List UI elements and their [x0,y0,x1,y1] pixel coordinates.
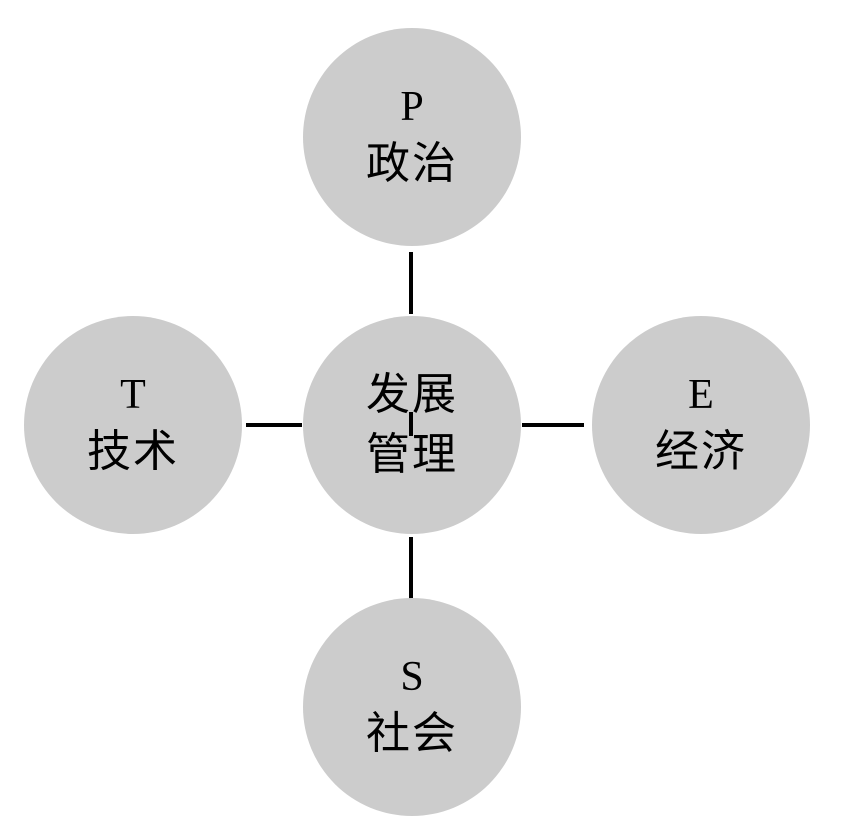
node-economy-letter: E [688,372,714,418]
node-politics: P 政治 [303,28,521,246]
connector-center-tick [409,412,413,436]
center-label-line2: 管理 [366,429,458,480]
node-society: S 社会 [303,598,521,816]
node-center: 发展 管理 [303,316,521,534]
node-politics-letter: P [400,84,424,130]
connector-left [246,423,302,427]
connector-bottom [409,537,413,599]
center-label-line1: 发展 [366,369,458,420]
node-economy: E 经济 [592,316,810,534]
node-politics-label: 政治 [366,138,458,189]
node-economy-label: 经济 [655,426,747,477]
node-technology-letter: T [120,372,146,418]
node-society-label: 社会 [366,708,458,759]
connector-top [409,252,413,314]
node-technology: T 技术 [24,316,242,534]
node-technology-label: 技术 [87,426,179,477]
node-society-letter: S [400,654,424,700]
connector-right [522,423,584,427]
